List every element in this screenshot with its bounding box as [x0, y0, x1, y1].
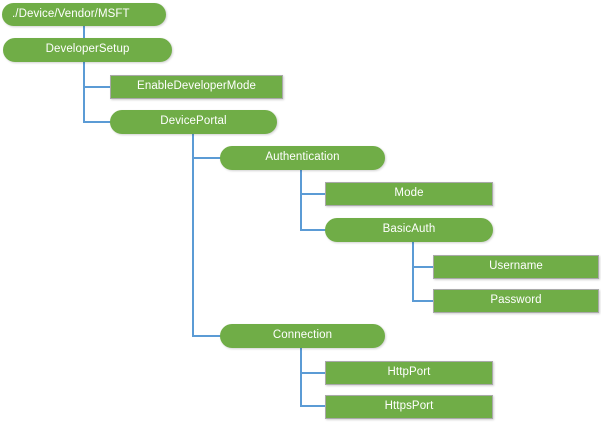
- node-httpsport[interactable]: HttpsPort: [325, 395, 493, 419]
- node-developersetup[interactable]: DeveloperSetup: [3, 38, 172, 62]
- connector-basicauth-to-username: [412, 266, 434, 268]
- connector-connection-to-httpport: [300, 372, 326, 374]
- node-connection[interactable]: Connection: [220, 324, 385, 348]
- connector-deviceportal-to-authentication: [192, 157, 221, 159]
- node-username[interactable]: Username: [433, 255, 599, 279]
- node-mode[interactable]: Mode: [325, 182, 493, 206]
- node-root[interactable]: ./Device/Vendor/MSFT: [2, 3, 166, 26]
- connector-basicauth-trunk: [412, 242, 414, 302]
- connector-connection-trunk: [300, 348, 302, 407]
- node-enabledevelopermode[interactable]: EnableDeveloperMode: [110, 75, 283, 99]
- node-password[interactable]: Password: [433, 289, 599, 313]
- connector-authentication-to-basicauth: [300, 229, 326, 231]
- node-basicauth[interactable]: BasicAuth: [325, 218, 493, 242]
- node-deviceportal[interactable]: DevicePortal: [110, 110, 277, 134]
- node-httpport[interactable]: HttpPort: [325, 361, 493, 385]
- connector-developersetup-to-deviceportal: [83, 121, 111, 123]
- connector-developersetup-trunk: [83, 62, 85, 123]
- connector-root-to-developersetup: [83, 26, 85, 39]
- connector-basicauth-to-password: [412, 300, 434, 302]
- connector-deviceportal-trunk: [192, 134, 194, 337]
- connector-deviceportal-to-connection: [192, 335, 221, 337]
- node-authentication[interactable]: Authentication: [220, 146, 385, 170]
- connector-developersetup-to-enabledevelopermode: [83, 86, 111, 88]
- connector-authentication-trunk: [300, 170, 302, 231]
- connector-connection-to-httpsport: [300, 405, 326, 407]
- connector-authentication-to-mode: [300, 193, 326, 195]
